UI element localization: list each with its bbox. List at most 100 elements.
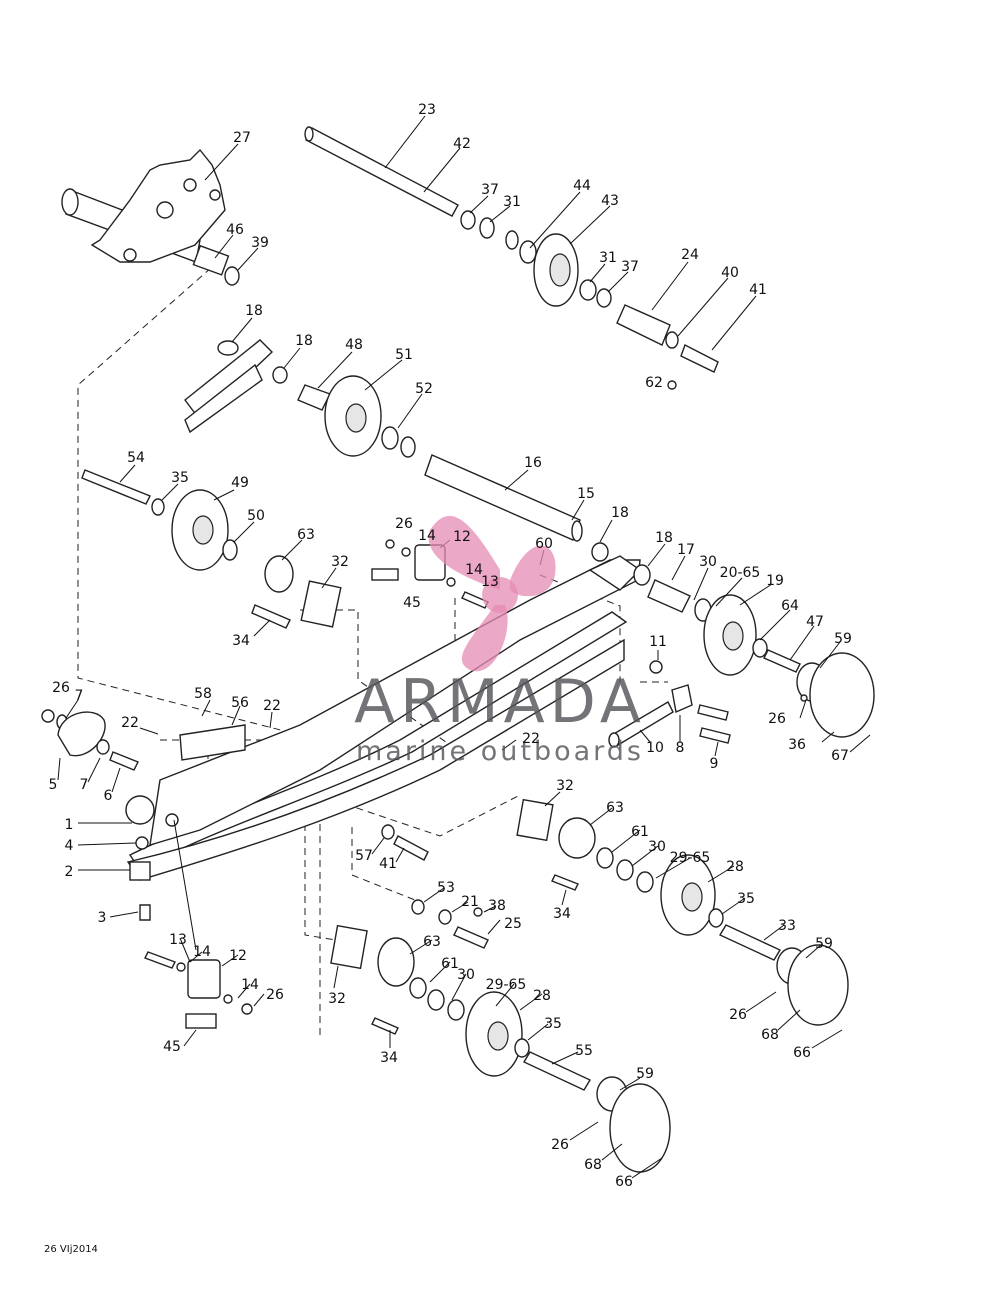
tension-adjuster xyxy=(608,660,731,748)
part-callout-l8: 8 xyxy=(676,740,685,756)
lower-wheel xyxy=(330,924,671,1173)
part-callout-l25: 25 xyxy=(504,916,522,932)
part-callout-l33: 33 xyxy=(778,918,796,934)
part-callout-l55: 55 xyxy=(575,1043,593,1059)
part-callout-l15: 15 xyxy=(577,486,595,502)
part-callout-l22a: 22 xyxy=(121,715,139,731)
part-callout-l18c: 18 xyxy=(611,505,629,521)
part-callout-l47: 47 xyxy=(806,614,824,630)
part-callout-l16: 16 xyxy=(524,455,542,471)
part-callout-l14c: 14 xyxy=(193,944,211,960)
leader-lines xyxy=(57,115,871,1179)
part-callout-l34a: 34 xyxy=(232,633,250,649)
part-callout-l63c: 63 xyxy=(423,934,441,950)
part-callout-l3: 3 xyxy=(98,910,107,926)
part-callout-l59b: 59 xyxy=(815,936,833,952)
part-callout-l61b: 61 xyxy=(441,956,459,972)
part-callout-l9: 9 xyxy=(710,756,719,772)
part-callout-l12b: 12 xyxy=(229,948,247,964)
part-callout-l26b: 26 xyxy=(52,680,70,696)
part-callout-l38: 38 xyxy=(488,898,506,914)
part-callout-l67: 67 xyxy=(831,748,849,764)
upper-shaft xyxy=(304,126,719,390)
part-callout-l45a: 45 xyxy=(403,595,421,611)
watermark-brand: ARMADA xyxy=(354,667,646,737)
part-callout-l62: 62 xyxy=(645,375,663,391)
part-callout-l46: 46 xyxy=(226,222,244,238)
part-callout-l42: 42 xyxy=(453,136,471,152)
part-callout-l21: 21 xyxy=(461,894,479,910)
part-callout-l35c: 35 xyxy=(544,1016,562,1032)
part-callout-l57: 57 xyxy=(355,848,373,864)
part-callout-l7b: 7 xyxy=(80,777,89,793)
part-callout-l68a: 68 xyxy=(761,1027,779,1043)
part-callout-l49: 49 xyxy=(231,475,249,491)
part-callout-l26a: 26 xyxy=(395,516,413,532)
part-callout-l52: 52 xyxy=(415,381,433,397)
part-callout-l26e: 26 xyxy=(729,1007,747,1023)
part-callout-l2965b: 29-65 xyxy=(486,977,527,993)
part-callout-l26c: 26 xyxy=(768,711,786,727)
part-callout-l31b: 31 xyxy=(599,250,617,266)
part-callout-l19: 19 xyxy=(766,573,784,589)
part-callout-l14d: 14 xyxy=(241,977,259,993)
part-callout-l18d: 18 xyxy=(655,530,673,546)
part-callout-l30a: 30 xyxy=(699,554,717,570)
part-callout-l61a: 61 xyxy=(631,824,649,840)
watermark: ARMADA marine outboards xyxy=(354,515,646,767)
part-callout-l31a: 31 xyxy=(503,194,521,210)
part-callout-l18b: 18 xyxy=(295,333,313,349)
part-callout-l66b: 66 xyxy=(615,1174,633,1190)
part-callout-l13b: 13 xyxy=(169,932,187,948)
part-callout-l22c: 22 xyxy=(522,731,540,747)
part-callout-l56: 56 xyxy=(231,695,249,711)
part-callout-l44: 44 xyxy=(573,178,591,194)
part-callout-l18a: 18 xyxy=(245,303,263,319)
part-callout-l26d: 26 xyxy=(266,987,284,1003)
part-callout-l34b: 34 xyxy=(553,906,571,922)
part-callout-l41a: 41 xyxy=(749,282,767,298)
part-callout-l63b: 63 xyxy=(606,800,624,816)
part-callout-l24: 24 xyxy=(681,247,699,263)
part-callout-l10: 10 xyxy=(646,740,664,756)
part-callout-l35a: 35 xyxy=(171,470,189,486)
part-callout-l14a: 14 xyxy=(418,528,436,544)
part-callout-l2965a: 29-65 xyxy=(670,850,711,866)
part-callout-l59a: 59 xyxy=(834,631,852,647)
document-code: 26 VIj2014 xyxy=(44,1244,98,1255)
part-callout-l11: 11 xyxy=(649,634,667,650)
part-callout-l12a: 12 xyxy=(453,529,471,545)
part-callout-l30c: 30 xyxy=(457,967,475,983)
center-right-wheel xyxy=(516,798,849,1026)
part-callout-l4: 4 xyxy=(65,838,74,854)
slide-rail xyxy=(125,555,642,881)
part-callout-l14b: 14 xyxy=(465,562,483,578)
center-shaft xyxy=(424,454,609,562)
part-callout-l2065: 20-65 xyxy=(720,565,761,581)
part-callout-l2: 2 xyxy=(65,864,74,880)
part-callout-l17: 17 xyxy=(677,542,695,558)
part-callout-l51: 51 xyxy=(395,347,413,363)
part-callout-l43: 43 xyxy=(601,193,619,209)
part-callout-l28a: 28 xyxy=(726,859,744,875)
center-hardware xyxy=(381,824,489,949)
watermark-tagline: marine outboards xyxy=(356,736,644,767)
part-callout-l32a: 32 xyxy=(331,554,349,570)
part-callout-l41b: 41 xyxy=(379,856,397,872)
rear-arm-bracket xyxy=(61,148,240,286)
part-callout-l36: 36 xyxy=(788,737,806,753)
part-callout-l45b: 45 xyxy=(163,1039,181,1055)
right-upper-wheel xyxy=(633,564,875,738)
part-callout-l13a: 13 xyxy=(481,574,499,590)
part-callout-l63a: 63 xyxy=(297,527,315,543)
lower-stopper-block xyxy=(144,951,253,1029)
part-callout-l37a: 37 xyxy=(481,182,499,198)
front-stopper xyxy=(41,709,151,921)
part-callout-l34c: 34 xyxy=(380,1050,398,1066)
part-callout-l68b: 68 xyxy=(584,1157,602,1173)
part-callout-l1: 1 xyxy=(65,817,74,833)
propeller-logo-icon xyxy=(428,515,556,672)
part-callout-l23: 23 xyxy=(418,102,436,118)
